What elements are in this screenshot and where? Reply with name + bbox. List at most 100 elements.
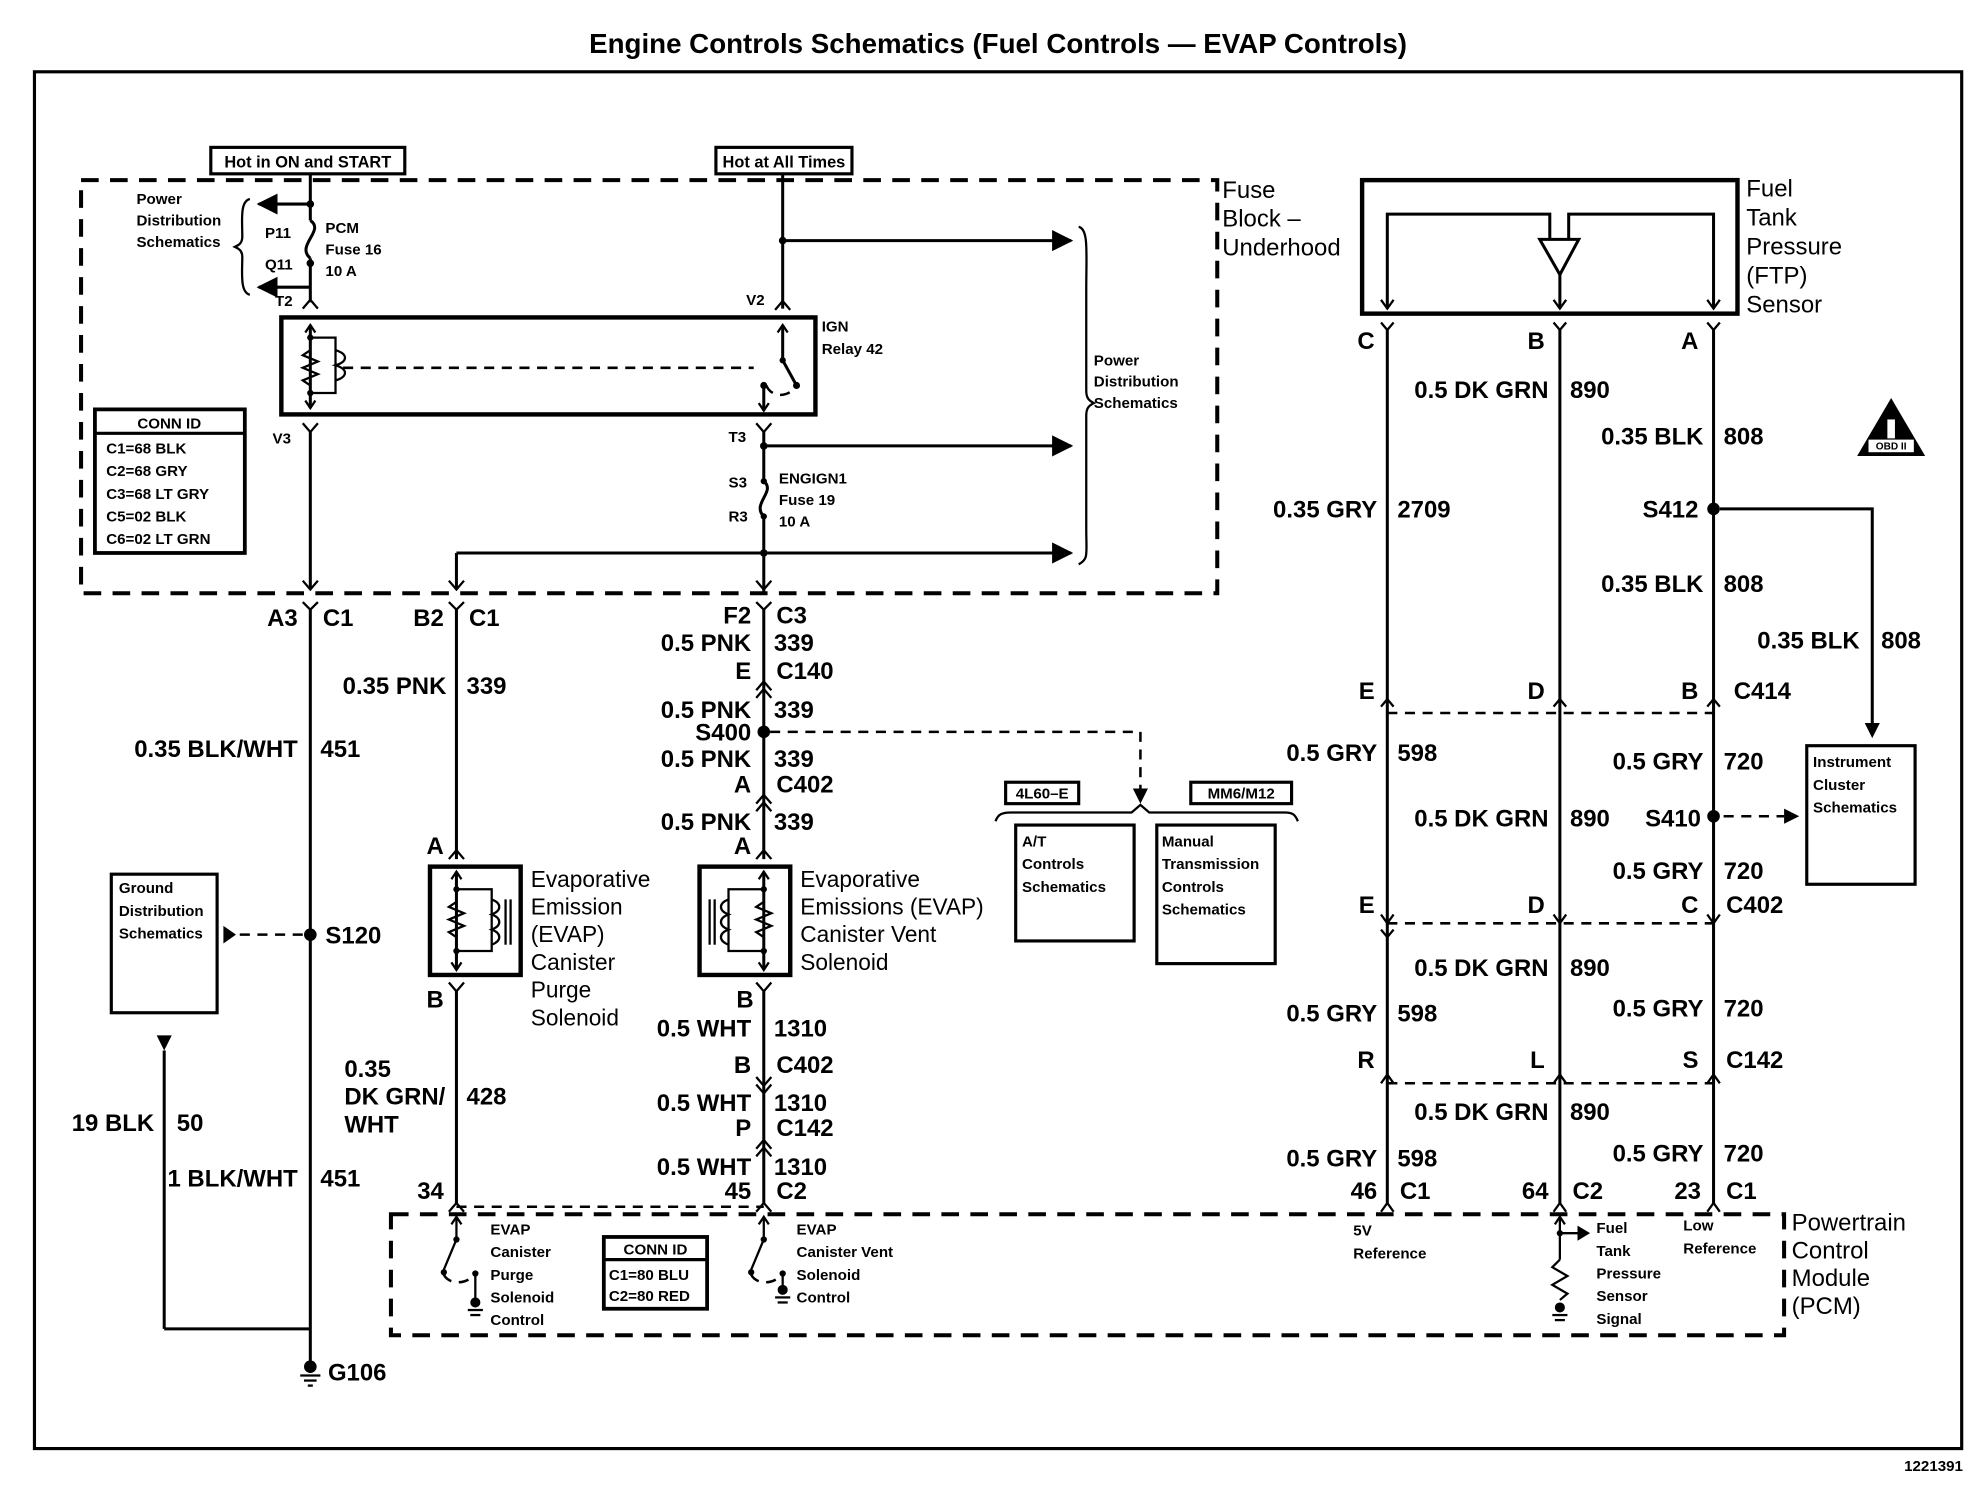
ftp-pin-labels: C B A — [1357, 321, 1721, 355]
svg-text:720: 720 — [1724, 858, 1764, 885]
svg-text:890: 890 — [1570, 1099, 1610, 1126]
svg-text:Schematics: Schematics — [1022, 879, 1106, 896]
svg-text:Distribution: Distribution — [136, 212, 221, 229]
ign-relay-42: IGN Relay 42 — [279, 315, 883, 417]
pcm-5v-reference: 5V Reference — [1353, 1223, 1426, 1263]
svg-text:0.35: 0.35 — [344, 1056, 391, 1083]
svg-text:598: 598 — [1397, 1145, 1437, 1172]
svg-text:C5=02 BLK: C5=02 BLK — [106, 508, 186, 525]
svg-text:(EVAP): (EVAP) — [531, 921, 605, 947]
svg-text:Fuse: Fuse — [1222, 177, 1275, 204]
svg-text:E: E — [1359, 678, 1375, 705]
svg-text:0.5 PNK: 0.5 PNK — [661, 697, 752, 724]
connector-c142: R L S C142 — [1357, 1047, 1783, 1085]
svg-text:0.5 DK GRN: 0.5 DK GRN — [1414, 955, 1548, 982]
svg-text:Pressure: Pressure — [1596, 1266, 1661, 1283]
pcm-low-reference: Low Reference — [1683, 1218, 1756, 1258]
svg-text:S400: S400 — [695, 720, 751, 747]
svg-text:Reference: Reference — [1683, 1240, 1756, 1257]
svg-text:C2: C2 — [776, 1178, 807, 1205]
svg-text:Solenoid: Solenoid — [531, 1004, 619, 1030]
svg-text:B: B — [734, 1052, 751, 1079]
circuit-598: 0.35 GRY 2709 0.5 GRY 598 0.5 GRY 598 0.… — [1273, 330, 1451, 1203]
svg-text:ENGIGN1: ENGIGN1 — [779, 471, 847, 488]
svg-text:0.5 DK GRN: 0.5 DK GRN — [1414, 377, 1548, 404]
svg-text:1310: 1310 — [774, 1154, 827, 1181]
svg-text:2709: 2709 — [1397, 497, 1450, 524]
svg-text:Canister: Canister — [531, 949, 616, 975]
svg-text:C1=80 BLU: C1=80 BLU — [609, 1267, 689, 1284]
svg-text:339: 339 — [774, 630, 814, 657]
svg-text:E: E — [735, 658, 751, 685]
svg-text:Sensor: Sensor — [1596, 1288, 1647, 1305]
svg-text:Cluster: Cluster — [1813, 777, 1865, 794]
svg-text:C142: C142 — [1726, 1047, 1783, 1074]
svg-text:Controls: Controls — [1022, 856, 1084, 873]
svg-text:Solenoid: Solenoid — [490, 1289, 554, 1306]
svg-text:598: 598 — [1397, 1001, 1437, 1028]
svg-text:S410: S410 — [1645, 805, 1701, 832]
relay-coil-ground-path: V3 — [273, 422, 319, 592]
svg-text:C1=68 BLK: C1=68 BLK — [106, 440, 186, 457]
svg-text:R3: R3 — [729, 508, 748, 525]
svg-text:C402: C402 — [776, 771, 833, 798]
diagram-frame — [32, 70, 1964, 1451]
pcm-purge-solenoid-control: EVAP Canister Purge Solenoid Control — [440, 1214, 554, 1329]
svg-text:Hot in ON and START: Hot in ON and START — [224, 154, 391, 172]
svg-text:Block –: Block – — [1222, 206, 1301, 233]
svg-text:0.35 GRY: 0.35 GRY — [1273, 497, 1377, 524]
svg-text:10 A: 10 A — [325, 263, 356, 280]
svg-text:10 A: 10 A — [779, 514, 810, 531]
hot-at-all-times-bus: V2 — [746, 173, 1074, 311]
powertrain-control-module: Powertrain Control Module (PCM) — [388, 1210, 1906, 1338]
svg-text:339: 339 — [774, 746, 814, 773]
svg-text:890: 890 — [1570, 377, 1610, 404]
svg-text:R: R — [1357, 1047, 1374, 1074]
svg-text:Relay 42: Relay 42 — [822, 341, 883, 358]
svg-text:339: 339 — [774, 697, 814, 724]
manual-transmission-controls-schematics: Manual Transmission Controls Schematics — [1155, 823, 1277, 966]
svg-text:Fuse 16: Fuse 16 — [325, 241, 381, 258]
svg-text:Canister Vent: Canister Vent — [797, 1244, 894, 1261]
svg-text:EVAP: EVAP — [490, 1221, 530, 1238]
svg-text:19 BLK: 19 BLK — [72, 1110, 155, 1137]
svg-text:A/T: A/T — [1022, 833, 1047, 850]
svg-text:S120: S120 — [325, 922, 381, 949]
svg-text:EVAP: EVAP — [797, 1221, 837, 1238]
circuit-890: 0.5 DK GRN 890 0.5 DK GRN 890 0.5 DK GRN… — [1414, 330, 1610, 1203]
svg-text:Control: Control — [490, 1312, 544, 1329]
svg-text:Canister Vent: Canister Vent — [800, 921, 937, 947]
svg-text:0.35 BLK: 0.35 BLK — [1601, 571, 1704, 598]
svg-text:451: 451 — [320, 736, 360, 763]
svg-text:S: S — [1682, 1047, 1698, 1074]
svg-text:A: A — [734, 833, 751, 860]
svg-text:0.5 GRY: 0.5 GRY — [1613, 858, 1704, 885]
svg-text:Control: Control — [797, 1289, 851, 1306]
svg-text:34: 34 — [417, 1178, 444, 1205]
svg-text:C1: C1 — [1400, 1178, 1431, 1205]
svg-text:B: B — [736, 987, 753, 1014]
svg-text:1310: 1310 — [774, 1016, 827, 1043]
svg-text:C142: C142 — [776, 1115, 833, 1142]
svg-text:P: P — [735, 1115, 751, 1142]
svg-text:Power: Power — [136, 191, 181, 208]
svg-text:MM6/M12: MM6/M12 — [1208, 786, 1275, 803]
pcm-ftp-sensor-signal: Fuel Tank Pressure Sensor Signal — [1550, 1214, 1661, 1328]
svg-text:Power: Power — [1094, 352, 1139, 369]
svg-text:0.5 DK GRN: 0.5 DK GRN — [1414, 805, 1548, 832]
svg-text:S3: S3 — [729, 474, 747, 491]
svg-text:Solenoid: Solenoid — [800, 949, 888, 975]
svg-text:Schematics: Schematics — [119, 925, 203, 942]
svg-text:Schematics: Schematics — [136, 234, 220, 251]
pcm-conn-id-table: CONN ID C1=80 BLU C2=80 RED — [601, 1235, 709, 1311]
svg-text:(PCM): (PCM) — [1792, 1293, 1861, 1320]
svg-text:Schematics: Schematics — [1094, 395, 1178, 412]
evap-canister-vent-solenoid: Evaporative Emissions (EVAP) Canister Ve… — [697, 864, 984, 978]
svg-text:50: 50 — [177, 1110, 204, 1137]
connector-c414: E D B C414 — [1359, 678, 1792, 715]
svg-text:890: 890 — [1570, 955, 1610, 982]
svg-text:0.5 GRY: 0.5 GRY — [1613, 1140, 1704, 1167]
svg-text:C2=80 RED: C2=80 RED — [609, 1288, 690, 1305]
svg-text:Tank: Tank — [1596, 1243, 1631, 1260]
svg-text:Purge: Purge — [531, 977, 591, 1003]
